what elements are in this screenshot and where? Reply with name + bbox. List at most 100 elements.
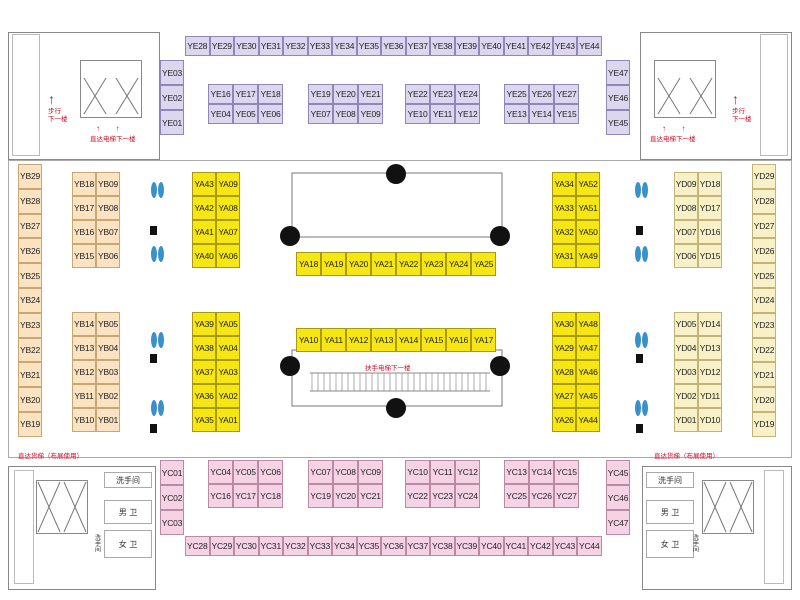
- booth-yc26[interactable]: YC26: [529, 484, 554, 508]
- booth-yc19[interactable]: YC19: [308, 484, 333, 508]
- booth-ye28[interactable]: YE28: [185, 36, 210, 56]
- booth-yc36[interactable]: YC36: [381, 536, 406, 556]
- booth-ye21[interactable]: YE21: [358, 84, 383, 104]
- booth-yb20[interactable]: YB20: [18, 387, 42, 412]
- booth-yb09[interactable]: YB09: [96, 172, 120, 196]
- booth-yb03[interactable]: YB03: [96, 360, 120, 384]
- booth-yc21[interactable]: YC21: [358, 484, 383, 508]
- booth-yc16[interactable]: YC16: [208, 484, 233, 508]
- booth-yd21[interactable]: YD21: [752, 362, 776, 388]
- booth-ye34[interactable]: YE34: [332, 36, 357, 56]
- booth-yb19[interactable]: YB19: [18, 412, 42, 437]
- booth-ye20[interactable]: YE20: [333, 84, 358, 104]
- booth-ye39[interactable]: YE39: [454, 36, 479, 56]
- booth-yd15[interactable]: YD15: [698, 244, 722, 268]
- booth-ya42[interactable]: YA42: [192, 196, 216, 220]
- booth-ya30[interactable]: YA30: [552, 312, 576, 336]
- booth-ya16[interactable]: YA16: [446, 328, 471, 352]
- booth-ya47[interactable]: YA47: [576, 336, 600, 360]
- booth-yb08[interactable]: YB08: [96, 196, 120, 220]
- booth-yc08[interactable]: YC08: [333, 460, 358, 484]
- booth-ya20[interactable]: YA20: [346, 252, 371, 276]
- booth-yb12[interactable]: YB12: [72, 360, 96, 384]
- booth-yc38[interactable]: YC38: [430, 536, 455, 556]
- booth-yc17[interactable]: YC17: [233, 484, 258, 508]
- booth-ya03[interactable]: YA03: [216, 360, 240, 384]
- booth-yb14[interactable]: YB14: [72, 312, 96, 336]
- booth-ya45[interactable]: YA45: [576, 384, 600, 408]
- booth-ye25[interactable]: YE25: [504, 84, 529, 104]
- booth-ya51[interactable]: YA51: [576, 196, 600, 220]
- booth-yd13[interactable]: YD13: [698, 336, 722, 360]
- booth-yb22[interactable]: YB22: [18, 337, 42, 363]
- booth-ye38[interactable]: YE38: [430, 36, 455, 56]
- booth-ya18[interactable]: YA18: [296, 252, 321, 276]
- booth-ye08[interactable]: YE08: [333, 104, 358, 124]
- booth-yc34[interactable]: YC34: [332, 536, 357, 556]
- booth-yc06[interactable]: YC06: [258, 460, 283, 484]
- booth-ya44[interactable]: YA44: [576, 408, 600, 432]
- booth-ya19[interactable]: YA19: [321, 252, 346, 276]
- booth-ye17[interactable]: YE17: [233, 84, 258, 104]
- booth-ye18[interactable]: YE18: [258, 84, 283, 104]
- booth-ya48[interactable]: YA48: [576, 312, 600, 336]
- booth-yc23[interactable]: YC23: [430, 484, 455, 508]
- booth-ye27[interactable]: YE27: [554, 84, 579, 104]
- booth-yc35[interactable]: YC35: [356, 536, 381, 556]
- booth-ye31[interactable]: YE31: [258, 36, 283, 56]
- booth-ye32[interactable]: YE32: [283, 36, 308, 56]
- booth-ya10[interactable]: YA10: [296, 328, 321, 352]
- booth-yc14[interactable]: YC14: [529, 460, 554, 484]
- booth-yd06[interactable]: YD06: [674, 244, 698, 268]
- booth-ye15[interactable]: YE15: [554, 104, 579, 124]
- booth-ye07[interactable]: YE07: [308, 104, 333, 124]
- booth-yb26[interactable]: YB26: [18, 238, 42, 264]
- booth-yc30[interactable]: YC30: [234, 536, 259, 556]
- booth-yd02[interactable]: YD02: [674, 384, 698, 408]
- booth-yc44[interactable]: YC44: [577, 536, 602, 556]
- booth-yc10[interactable]: YC10: [405, 460, 430, 484]
- booth-ya29[interactable]: YA29: [552, 336, 576, 360]
- booth-ya02[interactable]: YA02: [216, 384, 240, 408]
- booth-yb18[interactable]: YB18: [72, 172, 96, 196]
- booth-ye36[interactable]: YE36: [381, 36, 406, 56]
- booth-ye13[interactable]: YE13: [504, 104, 529, 124]
- booth-yc24[interactable]: YC24: [455, 484, 480, 508]
- booth-ya09[interactable]: YA09: [216, 172, 240, 196]
- booth-yb10[interactable]: YB10: [72, 408, 96, 432]
- booth-yb11[interactable]: YB11: [72, 384, 96, 408]
- booth-yb27[interactable]: YB27: [18, 213, 42, 239]
- booth-ya01[interactable]: YA01: [216, 408, 240, 432]
- booth-yd07[interactable]: YD07: [674, 220, 698, 244]
- booth-yd23[interactable]: YD23: [752, 312, 776, 338]
- booth-ya22[interactable]: YA22: [396, 252, 421, 276]
- booth-yc47[interactable]: YC47: [606, 510, 630, 535]
- booth-yc20[interactable]: YC20: [333, 484, 358, 508]
- booth-yb25[interactable]: YB25: [18, 263, 42, 288]
- booth-ye11[interactable]: YE11: [430, 104, 455, 124]
- booth-ya41[interactable]: YA41: [192, 220, 216, 244]
- booth-ya26[interactable]: YA26: [552, 408, 576, 432]
- booth-ya50[interactable]: YA50: [576, 220, 600, 244]
- booth-ye03[interactable]: YE03: [160, 60, 184, 85]
- booth-yb23[interactable]: YB23: [18, 312, 42, 338]
- booth-yc07[interactable]: YC07: [308, 460, 333, 484]
- booth-ya25[interactable]: YA25: [471, 252, 496, 276]
- booth-yb01[interactable]: YB01: [96, 408, 120, 432]
- booth-ya46[interactable]: YA46: [576, 360, 600, 384]
- booth-yb05[interactable]: YB05: [96, 312, 120, 336]
- booth-ya43[interactable]: YA43: [192, 172, 216, 196]
- booth-yd26[interactable]: YD26: [752, 238, 776, 264]
- booth-ya40[interactable]: YA40: [192, 244, 216, 268]
- booth-yc29[interactable]: YC29: [209, 536, 234, 556]
- booth-ye05[interactable]: YE05: [233, 104, 258, 124]
- booth-yc43[interactable]: YC43: [552, 536, 577, 556]
- booth-ya07[interactable]: YA07: [216, 220, 240, 244]
- booth-yc27[interactable]: YC27: [554, 484, 579, 508]
- booth-yd22[interactable]: YD22: [752, 337, 776, 363]
- booth-yc11[interactable]: YC11: [430, 460, 455, 484]
- booth-yc12[interactable]: YC12: [455, 460, 480, 484]
- booth-yc32[interactable]: YC32: [283, 536, 308, 556]
- booth-yd27[interactable]: YD27: [752, 213, 776, 239]
- booth-ye30[interactable]: YE30: [234, 36, 259, 56]
